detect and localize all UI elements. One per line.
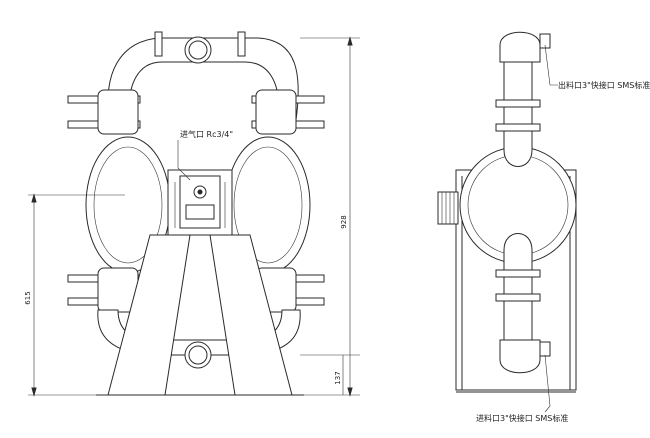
inlet-label: 进料口3"快接口 SMS标准 [476, 413, 568, 423]
lower-flanges-left [67, 267, 141, 313]
side-view: 出料口3"快接口 SMS标准 进料口3"快接口 SMS标准 [437, 31, 650, 423]
air-inlet-label: 进气口 Rc3/4" [180, 129, 233, 139]
dimension-base [300, 354, 360, 395]
dimension-base-text: 137 [334, 371, 342, 384]
muffler [437, 191, 459, 225]
dimension-lower [28, 193, 125, 397]
upper-flanges-right [251, 89, 325, 135]
upper-flanges-left [67, 89, 141, 135]
front-view: 进气口 Rc3/4" 928 615 137 [24, 31, 360, 397]
dimension-lower-text: 615 [24, 291, 32, 304]
dimension-total-text: 928 [340, 215, 348, 228]
outlet-label: 出料口3"快接口 SMS标准 [558, 80, 650, 90]
dimension-total [300, 36, 360, 397]
